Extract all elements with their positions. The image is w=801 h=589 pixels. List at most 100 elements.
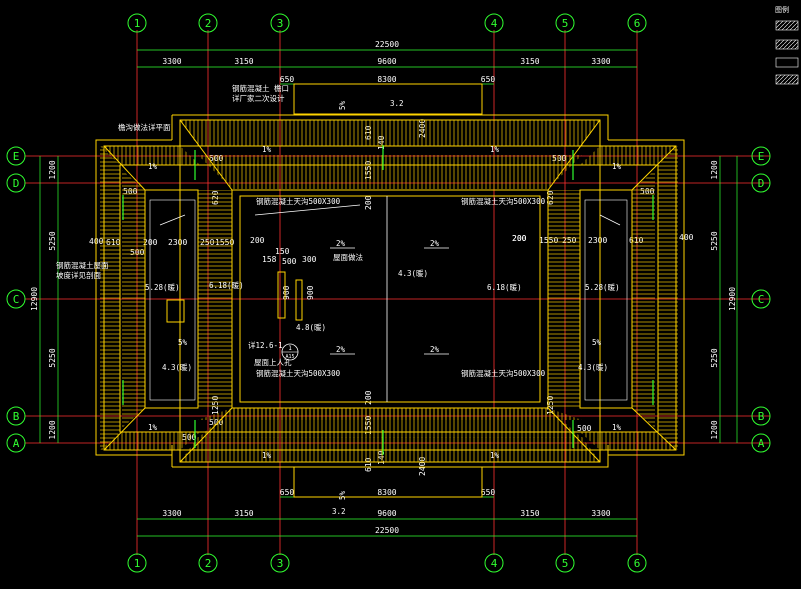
- dim-right-seg-1: 1200: [710, 160, 719, 179]
- dim-right-seg-3: 5250: [710, 348, 719, 367]
- axis-bubble-6-top: 6: [627, 13, 647, 33]
- slope-arrows: [159, 204, 621, 355]
- axis-bubble-D-left: D: [6, 173, 26, 193]
- dim-right-total: 12900: [728, 287, 737, 311]
- axis-bubble-E-right: E: [751, 146, 771, 166]
- dim-mid-top-3: 650: [481, 75, 496, 84]
- level-left-wing: 5.28(暖): [145, 283, 180, 292]
- detail-ref-bubble: 1 A15: [281, 343, 299, 361]
- slope-edge-7: 1%: [148, 423, 158, 432]
- top-note-1: 钢筋混凝土 檐口: [232, 83, 289, 93]
- svg-text:A: A: [758, 437, 765, 450]
- dim-misc-900-b: 900: [306, 285, 315, 300]
- dim-misc-500-f: 500: [577, 424, 592, 433]
- dim-inner-400-right: 400: [679, 233, 694, 242]
- level-access: 4.8(暖): [296, 323, 326, 332]
- axis-bubble-5-top: 5: [555, 13, 575, 33]
- slope-small-3: 5%: [178, 338, 188, 347]
- slope-edge-8: 1%: [612, 423, 622, 432]
- axis-bubble-A-right: A: [751, 433, 771, 453]
- svg-text:A: A: [13, 437, 20, 450]
- svg-text:4: 4: [491, 17, 498, 30]
- dim-misc-2400-b: 2400: [418, 457, 427, 476]
- slope-edge-2: 1%: [490, 145, 500, 154]
- axis-bubble-1-top: 1: [127, 13, 147, 33]
- svg-text:E: E: [13, 150, 20, 163]
- slope-small-2: 5%: [338, 490, 347, 500]
- dim-top-seg-2: 3150: [234, 57, 253, 66]
- column-axis-bubbles-top: 1 2 3 4 5 6: [127, 13, 647, 33]
- legend-swatch-1: [775, 20, 799, 31]
- svg-text:4: 4: [491, 557, 498, 570]
- dim-mid-top-1: 650: [280, 75, 295, 84]
- dim-inner-200-left: 200: [143, 238, 158, 247]
- dim-misc-300: 300: [302, 255, 317, 264]
- level-top-parapet: 3.2: [390, 99, 404, 108]
- ref-label: 详12.6-1: [248, 340, 283, 350]
- slope-edge-3: 1%: [262, 451, 272, 460]
- axis-bubble-4-top: 4: [484, 13, 504, 33]
- dim-misc-200-c: 200: [512, 234, 527, 243]
- row-axis-bubbles-right: E D C B A: [751, 146, 771, 453]
- axis-bubble-C-left: C: [6, 289, 26, 309]
- dim-misc-200-b: 200: [364, 390, 373, 405]
- slope-edge-5: 1%: [148, 162, 158, 171]
- svg-text:6: 6: [634, 557, 641, 570]
- drain-markers: [122, 145, 654, 455]
- top-note-2: 详厂家二次设计: [232, 93, 285, 103]
- dim-misc-500-i: 500: [282, 257, 297, 266]
- dim-top-seg-5: 3300: [591, 57, 610, 66]
- level-right-lower: 4.3(暖): [578, 363, 608, 372]
- row-axis-bubbles-left: E D C B A: [6, 146, 26, 453]
- axis-bubble-B-right: B: [751, 406, 771, 426]
- svg-text:B: B: [758, 410, 765, 423]
- dim-total-top: 22500: [375, 40, 399, 49]
- axis-bubble-B-left: B: [6, 406, 26, 426]
- dim-mid-bot-2: 8300: [377, 488, 396, 497]
- legend-swatch-2: [775, 39, 799, 50]
- dim-misc-158: 158: [262, 255, 277, 264]
- dim-top-seg-3: 9600: [377, 57, 396, 66]
- svg-text:C: C: [758, 293, 765, 306]
- left-note-2: 钢筋混凝土屋面: [56, 260, 109, 270]
- column-axis-bubbles-bottom: 1 2 3 4 5 6: [127, 553, 647, 573]
- dim-mid-top-2: 8300: [377, 75, 396, 84]
- slope-main-3: 2%: [336, 345, 346, 354]
- level-center: 4.3(暖): [398, 269, 428, 278]
- svg-text:D: D: [13, 177, 20, 190]
- axis-bubble-A-left: A: [6, 433, 26, 453]
- dim-top-seg-4: 3150: [520, 57, 539, 66]
- gutter-label-3: 钢筋混凝土天沟500X300: [256, 368, 341, 378]
- gutter-label-1: 钢筋混凝土天沟500X300: [256, 196, 341, 206]
- roof-outlines: [95, 83, 685, 498]
- dim-right-seg-4: 1200: [710, 420, 719, 439]
- dim-inner-2300-left: 2300: [168, 238, 187, 247]
- slope-small-1: 5%: [338, 100, 347, 110]
- svg-text:2: 2: [205, 17, 212, 30]
- gutter-label-2: 钢筋混凝土天沟500X300: [461, 196, 546, 206]
- legend-swatch-4: [775, 74, 799, 85]
- dim-bot-seg-5: 3300: [591, 509, 610, 518]
- dim-bot-seg-4: 3150: [520, 509, 539, 518]
- svg-text:C: C: [13, 293, 20, 306]
- dim-total-bottom: 22500: [375, 526, 399, 535]
- level-left-lower: 4.3(暖): [162, 363, 192, 372]
- dim-inner-2300-right: 2300: [588, 236, 607, 245]
- dim-misc-610-b: 610: [364, 457, 373, 472]
- dim-inner-200-midr: 200: [512, 234, 527, 243]
- gutter-label-4: 钢筋混凝土天沟500X300: [461, 368, 546, 378]
- axis-bubble-D-right: D: [751, 173, 771, 193]
- legend-title: 图例: [775, 5, 789, 14]
- dim-misc-900-a: 900: [282, 285, 291, 300]
- slope-main-1: 2%: [336, 239, 346, 248]
- dim-mid-bot-3: 650: [481, 488, 496, 497]
- axis-bubble-1-bottom: 1: [127, 553, 147, 573]
- axis-bubble-2-bottom: 2: [198, 553, 218, 573]
- svg-text:3: 3: [277, 17, 284, 30]
- dim-right-seg-2: 5250: [710, 231, 719, 250]
- svg-text:E: E: [758, 150, 765, 163]
- axis-bubble-6-bottom: 6: [627, 553, 647, 573]
- legend-swatch-3: [775, 57, 799, 68]
- axis-bubble-C-right: C: [751, 289, 771, 309]
- level-right-wing: 5.28(暖): [585, 283, 620, 292]
